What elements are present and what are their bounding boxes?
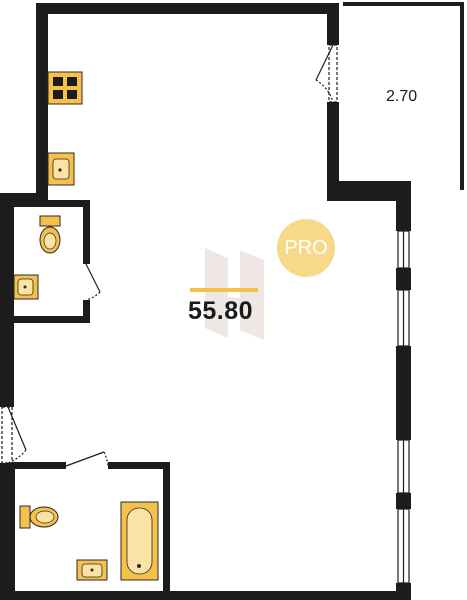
watermark-logo <box>205 248 264 340</box>
door-swing-icon <box>1 44 338 467</box>
stove-icon <box>47 71 83 105</box>
area-underline <box>190 288 258 292</box>
total-area-label: 55.80 <box>188 297 254 325</box>
window-icon <box>397 230 410 584</box>
sink-icon <box>76 559 108 581</box>
balcony-area-label: 2.70 <box>386 88 418 105</box>
bathtub-icon <box>120 501 159 581</box>
toilet-icon <box>39 215 61 254</box>
sink-icon <box>47 152 75 186</box>
pro-badge: PRO <box>277 219 335 277</box>
sink-icon <box>13 274 39 300</box>
pro-badge-label: PRO <box>284 236 328 259</box>
toilet-icon <box>19 505 59 529</box>
